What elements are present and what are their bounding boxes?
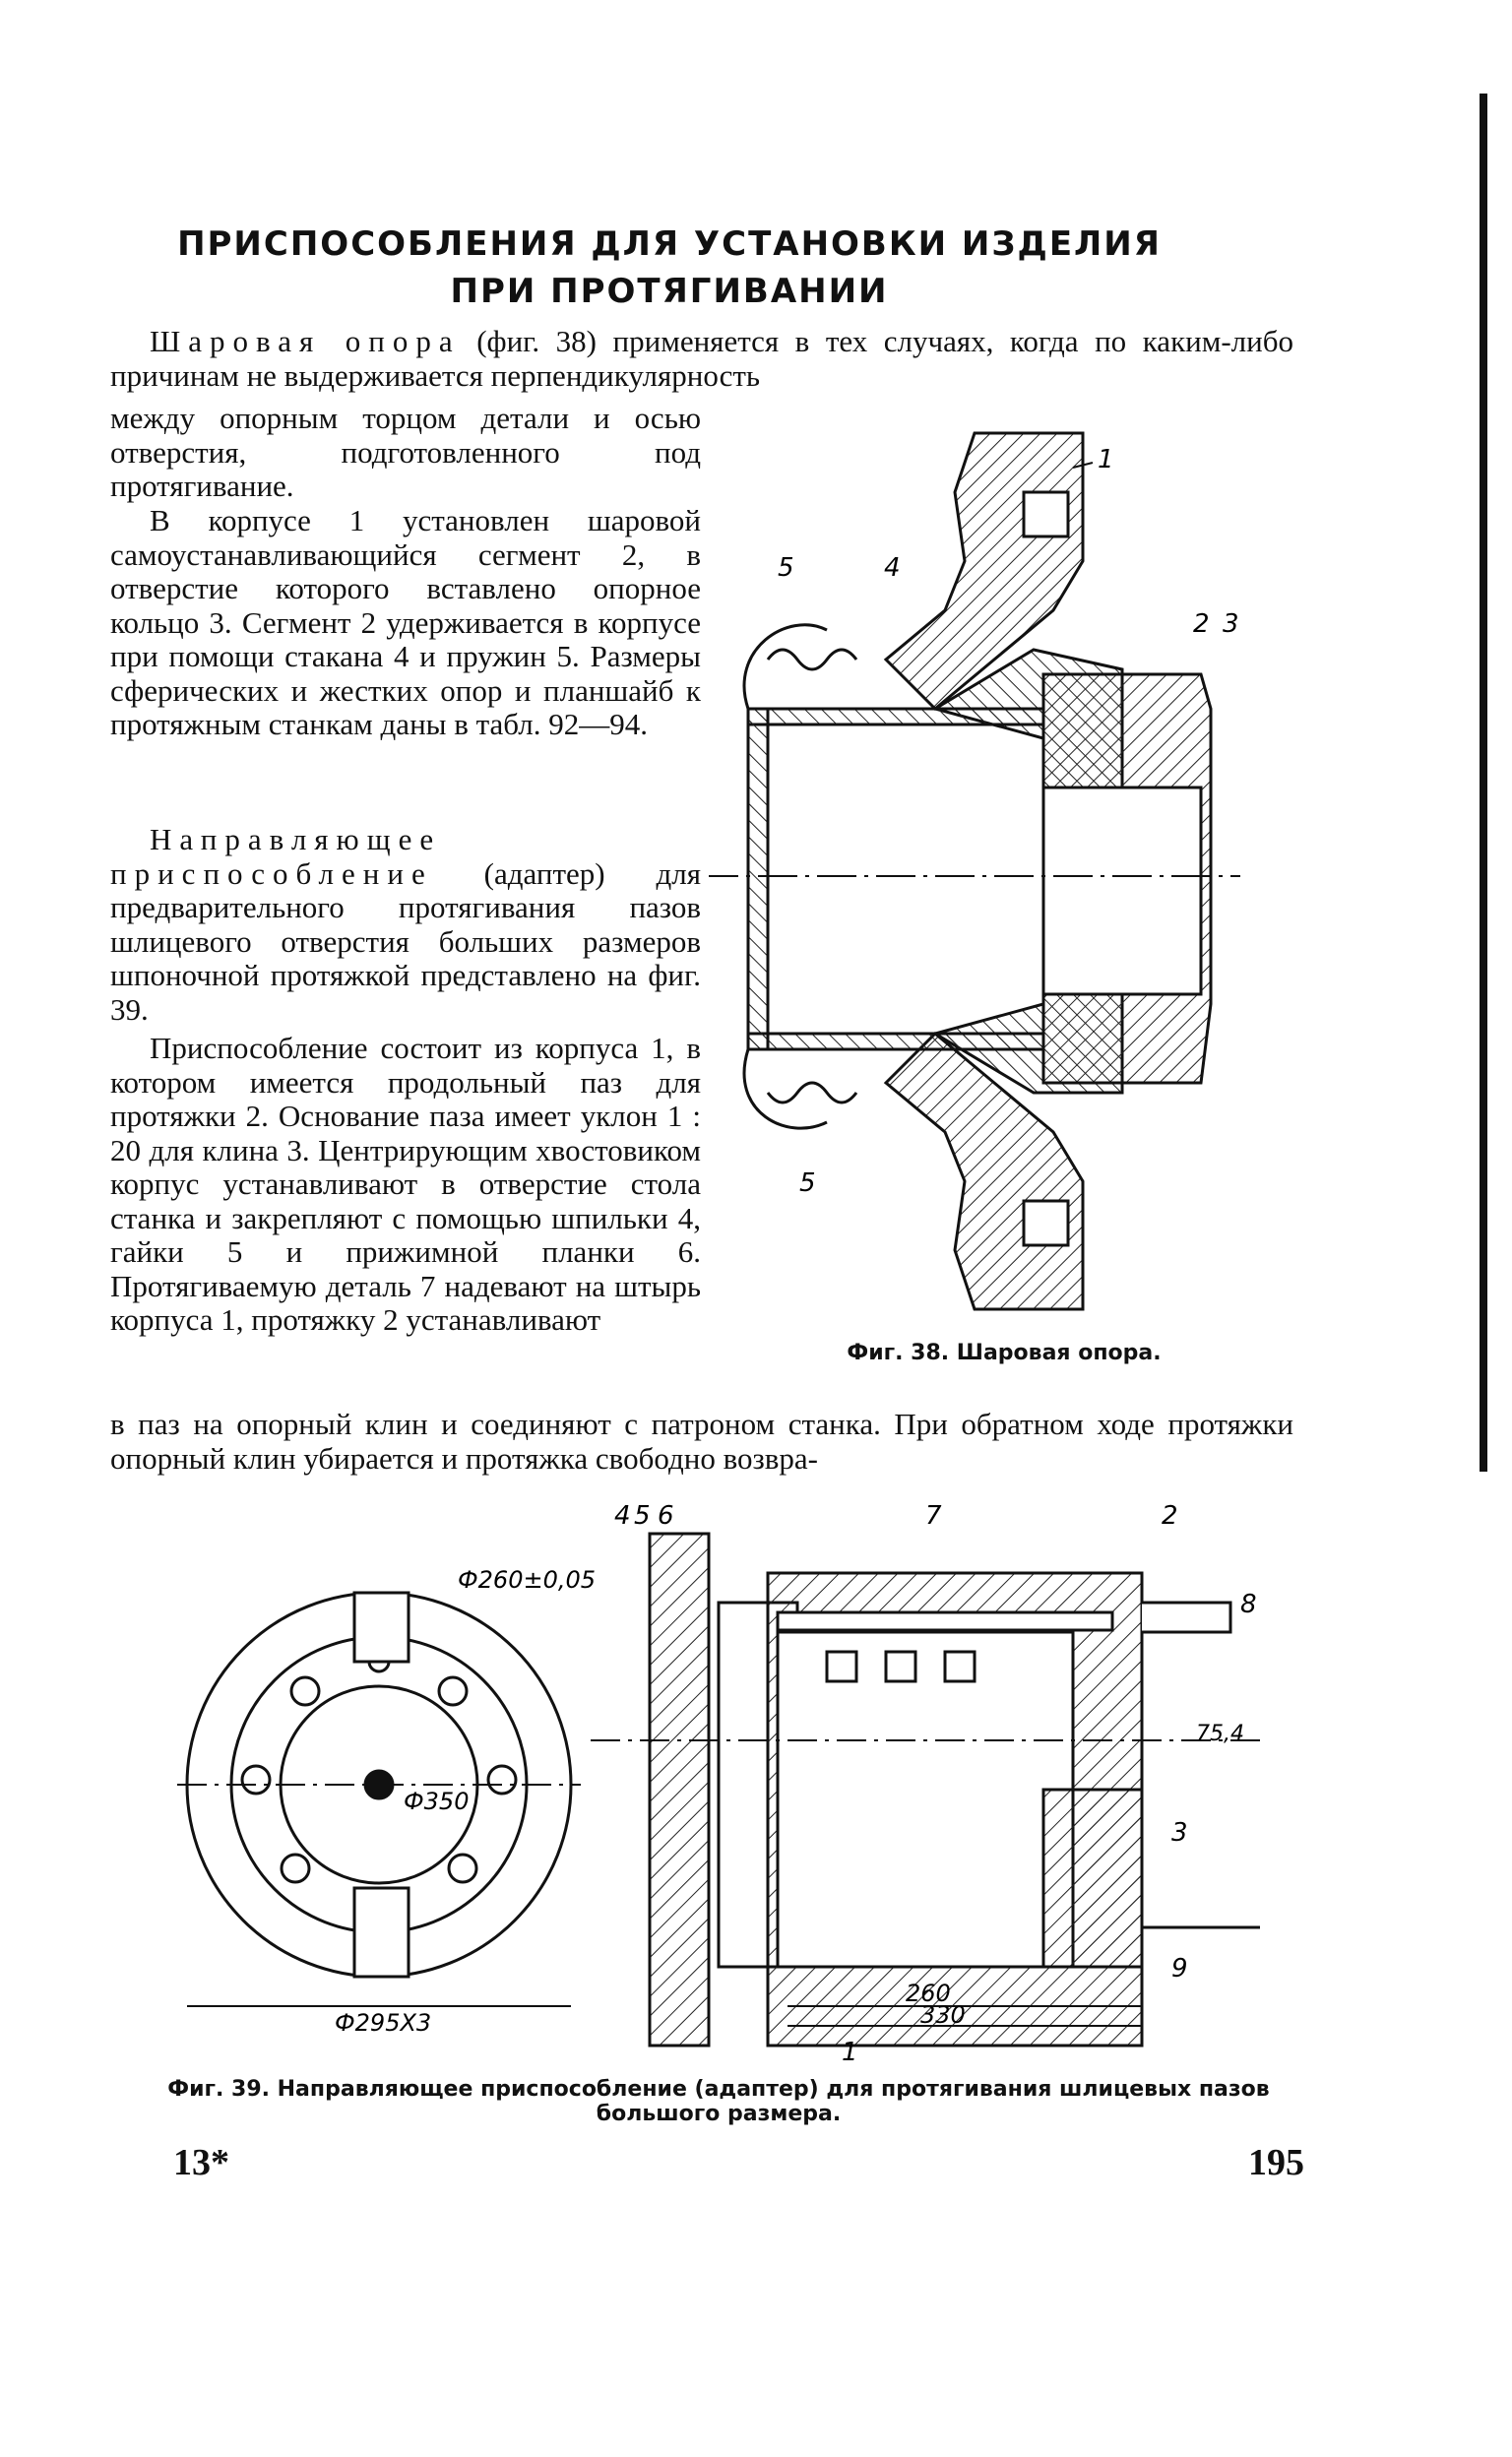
paragraph-4: Приспособление состоит из корпуса 1, в к…	[110, 1031, 701, 1337]
fig39-label-6: 6	[658, 1501, 674, 1531]
fig39-dim-260: Ф260±0,05	[458, 1566, 596, 1594]
fig39-label-5: 5	[634, 1501, 651, 1531]
fig39-label-1: 1	[842, 2038, 858, 2065]
fig39-label-8: 8	[1240, 1590, 1257, 1619]
fig39-label-7: 7	[925, 1501, 942, 1531]
figure-38-caption: Фиг. 38. Шаровая опора.	[847, 1341, 1162, 1365]
page-edge-rule	[1480, 94, 1487, 1472]
paragraph-1-text: (фиг. 38) применяется в тех случаях, ког…	[110, 324, 1293, 393]
paragraph-1-column: между опорным торцом детали и осью отвер…	[110, 401, 701, 503]
paragraph-2: В корпусе 1 установлен шаровой самоустан…	[110, 503, 701, 741]
fig38-label-3: 3	[1223, 609, 1239, 639]
spaced-term-ball-support: Шаровая опора	[150, 324, 461, 358]
section-title-line1: ПРИСПОСОБЛЕНИЯ ДЛЯ УСТАНОВКИ ИЗДЕЛИЯ	[177, 224, 1162, 264]
fig39-label-9: 9	[1171, 1954, 1188, 1984]
page-number: 195	[1248, 2142, 1304, 2183]
spaced-term-guide-fixture: Направляющее приспособление	[110, 822, 442, 891]
fig39-dim-l330: 330	[920, 2001, 966, 2029]
figure-39-drawing: Ф295Х3 Ф350 Ф260±0,05 260 330 75,4 4 5 6…	[177, 1501, 1260, 2065]
paragraph-3-text: (адаптер) для предварительного протягива…	[110, 855, 701, 1027]
figure-38-drawing: 1 2 3 4 5 5	[709, 431, 1240, 1311]
fig39-dim-l260: 260	[906, 1980, 951, 2007]
fig38-label-1: 1	[1098, 445, 1114, 474]
fig39-dim-295: Ф295Х3	[335, 2009, 431, 2037]
fig39-label-4: 4	[614, 1501, 631, 1531]
fig39-label-2: 2	[1162, 1501, 1178, 1531]
paragraph-4-continued: в паз на опорный клин и соединяют с патр…	[110, 1407, 1293, 1476]
fig39-label-3: 3	[1171, 1818, 1188, 1848]
fig38-label-4: 4	[884, 553, 901, 583]
fig38-label-5-top: 5	[778, 553, 794, 583]
fig38-label-2: 2	[1193, 609, 1210, 639]
paragraph-1-wide: Шаровая опора (фиг. 38) применяется в те…	[110, 324, 1293, 393]
fig39-dim-350: Ф350	[404, 1788, 469, 1815]
paragraph-3: Направляющее приспособление (адаптер) дл…	[110, 822, 701, 1027]
section-title-line2: ПРИ ПРОТЯГИВАНИИ	[450, 272, 889, 311]
figure-39-caption: Фиг. 39. Направляющее приспособление (ад…	[167, 2077, 1270, 2126]
fig38-label-5-bottom: 5	[799, 1168, 816, 1198]
signature-mark: 13*	[173, 2142, 229, 2183]
fig39-dim-h754: 75,4	[1196, 1722, 1244, 1746]
